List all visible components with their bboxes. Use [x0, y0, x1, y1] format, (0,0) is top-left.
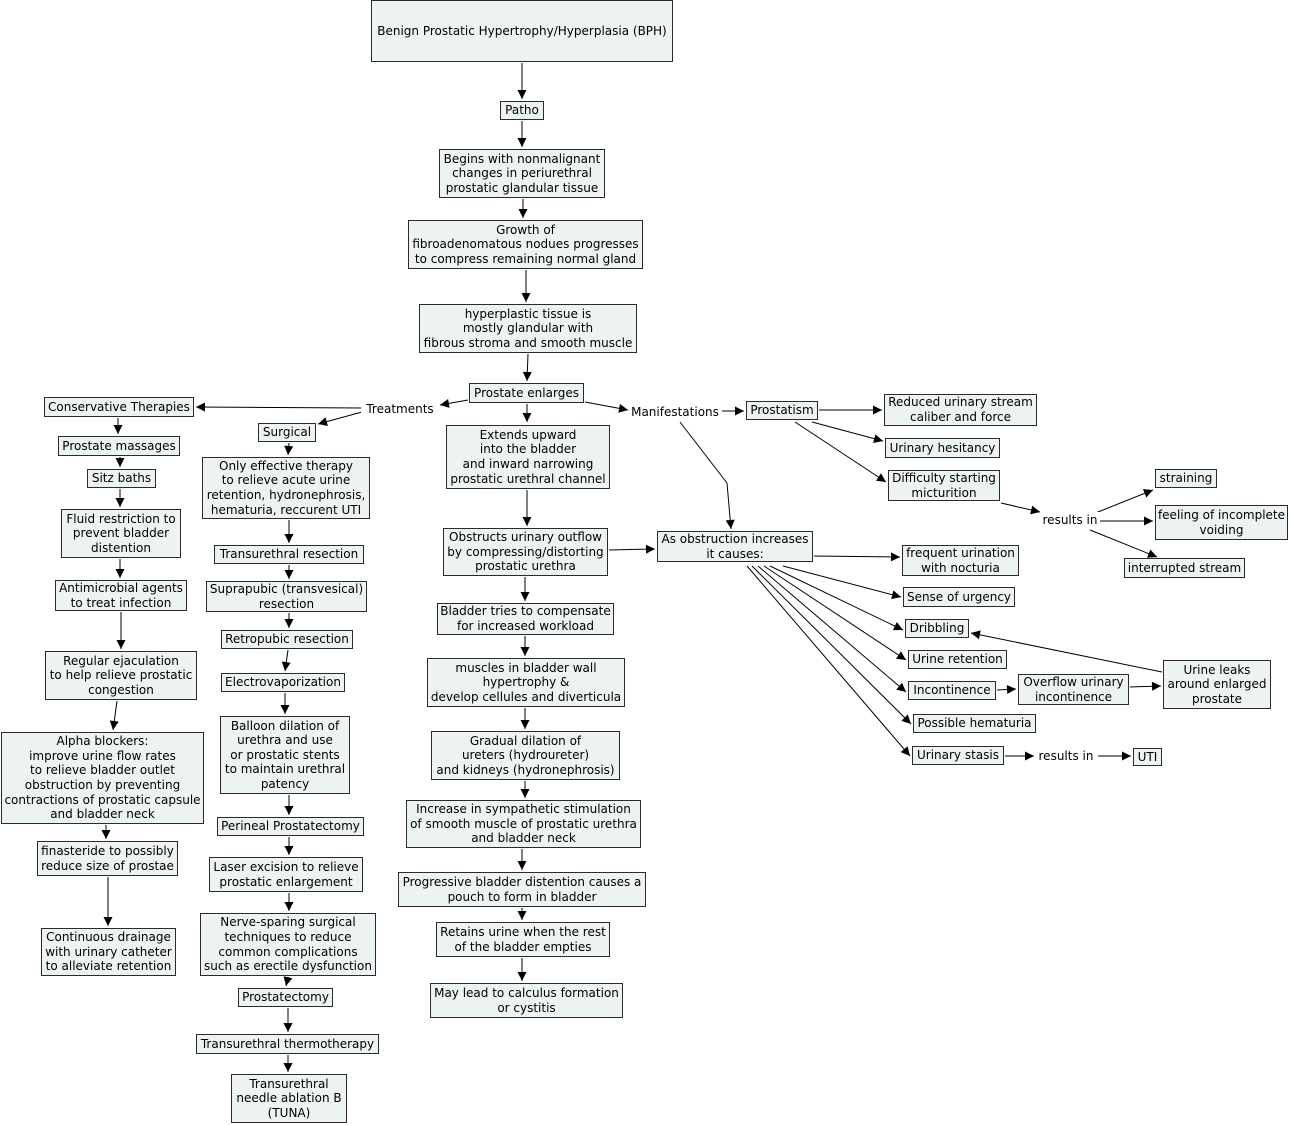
node-difficulty-starting[interactable]: Difficulty starting micturition — [888, 470, 1000, 501]
node-fluid-restriction[interactable]: Fluid restriction to prevent bladder dis… — [61, 509, 181, 558]
node-retropubic[interactable]: Retropubic resection — [221, 630, 353, 649]
node-begins[interactable]: Begins with nonmalignant changes in peri… — [439, 149, 605, 198]
connector-arrow — [283, 976, 293, 987]
connector-arrow — [1129, 681, 1162, 691]
node-conservative-therapies[interactable]: Conservative Therapies — [44, 397, 194, 417]
node-uti[interactable]: UTI — [1133, 748, 1162, 766]
connector-arrow — [725, 482, 735, 530]
node-alpha-blockers[interactable]: Alpha blockers: improve urine flow rates… — [1, 732, 204, 824]
node-suprapubic[interactable]: Suprapubic (transvesical) resection — [206, 581, 367, 612]
node-straining[interactable]: straining — [1155, 469, 1217, 488]
node-ejaculation[interactable]: Regular ejaculation to help relieve pros… — [45, 651, 197, 700]
node-nerve-sparing[interactable]: Nerve-sparing surgical techniques to red… — [200, 913, 376, 976]
node-incontinence[interactable]: Incontinence — [908, 681, 996, 700]
node-prostatism[interactable]: Prostatism — [746, 401, 818, 420]
node-perineal-prostatectomy[interactable]: Perineal Prostatectomy — [217, 817, 364, 836]
node-urinary-hesitancy[interactable]: Urinary hesitancy — [885, 438, 1000, 458]
node-possible-hematuria[interactable]: Possible hematuria — [913, 714, 1036, 733]
node-interrupted-stream[interactable]: interrupted stream — [1124, 558, 1245, 578]
node-urine-retention[interactable]: Urine retention — [908, 650, 1007, 669]
connector-arrow — [317, 411, 363, 426]
connector-arrow — [757, 565, 907, 693]
connector-arrow — [782, 565, 902, 600]
connector-arrow — [763, 565, 907, 661]
node-electrovaporization[interactable]: Electrovaporization — [221, 673, 345, 692]
connector-arrow — [996, 684, 1017, 694]
node-growth[interactable]: Growth of fibroadenomatous nodues progre… — [408, 220, 643, 269]
connector-arrow — [608, 544, 656, 554]
node-as-obstruction-increases[interactable]: As obstruction increases it causes: — [657, 531, 813, 562]
label-treatments: Treatments — [361, 401, 439, 417]
connector-arrow — [746, 565, 911, 757]
node-laser-excision[interactable]: Laser excision to relieve prostatic enla… — [209, 857, 363, 892]
connector-arrow — [281, 649, 291, 672]
node-urine-leaks[interactable]: Urine leaks around enlarged prostate — [1163, 660, 1271, 709]
node-retains-urine[interactable]: Retains urine when the rest of the bladd… — [436, 922, 610, 957]
node-antimicrobial[interactable]: Antimicrobial agents to treat infection — [55, 580, 187, 611]
node-finasteride[interactable]: finasteride to possibly reduce size of p… — [37, 841, 178, 876]
node-continuous-drainage[interactable]: Continuous drainage with urinary cathete… — [41, 928, 176, 976]
node-hyperplastic[interactable]: hyperplastic tissue is mostly glandular … — [419, 304, 637, 353]
label-results-in-1: results in — [1040, 512, 1100, 528]
connector-arrow — [751, 565, 912, 725]
connector-arrow — [522, 353, 532, 382]
node-surgical[interactable]: Surgical — [258, 423, 316, 442]
label-results-in-2: results in — [1036, 748, 1096, 764]
node-gradual-dilation[interactable]: Gradual dilation of ureters (hydroureter… — [431, 731, 620, 780]
connector-arrow — [584, 401, 629, 413]
node-transurethral-resection[interactable]: Transurethral resection — [214, 545, 364, 564]
node-progressive-distention[interactable]: Progressive bladder distention causes a … — [398, 872, 646, 907]
node-frequent-urination[interactable]: frequent urination with nocturia — [902, 545, 1019, 576]
node-extends-upward[interactable]: Extends upward into the bladder and inwa… — [446, 425, 610, 489]
connector-arrow — [1089, 529, 1158, 558]
node-overflow-incontinence[interactable]: Overflow urinary incontinence — [1018, 674, 1129, 705]
connector-arrow — [769, 565, 904, 631]
node-only-effective[interactable]: Only effective therapy to relieve acute … — [202, 457, 370, 519]
connector-arrow — [970, 630, 1163, 673]
node-prostate-enlarges[interactable]: Prostate enlarges — [469, 383, 584, 403]
node-balloon-dilation[interactable]: Balloon dilation of urethra and use or p… — [220, 716, 350, 794]
node-transurethral-thermotherapy[interactable]: Transurethral thermotherapy — [196, 1034, 379, 1054]
node-dribbling[interactable]: Dribbling — [905, 619, 969, 638]
connector-arrow — [195, 402, 363, 412]
node-prostatectomy[interactable]: Prostatectomy — [238, 988, 333, 1007]
node-obstructs-outflow[interactable]: Obstructs urinary outflow by compressing… — [443, 528, 608, 576]
connector-arrow — [679, 421, 728, 484]
node-muscles-bladder-wall[interactable]: muscles in bladder wall hypertrophy & de… — [427, 658, 625, 707]
connector-arrow — [794, 421, 887, 483]
node-incomplete-voiding[interactable]: feeling of incomplete voiding — [1155, 505, 1288, 540]
connector-arrow — [813, 552, 901, 562]
node-sympathetic-stimulation[interactable]: Increase in sympathetic stimulation of s… — [406, 800, 641, 848]
node-prostate-massages[interactable]: Prostate massages — [58, 436, 180, 456]
connector-arrow — [284, 442, 294, 456]
node-urinary-stasis[interactable]: Urinary stasis — [912, 746, 1004, 765]
connector-arrow — [811, 421, 884, 444]
node-tuna[interactable]: Transurethral needle ablation B (TUNA) — [231, 1074, 347, 1123]
node-sense-of-urgency[interactable]: Sense of urgency — [903, 587, 1015, 607]
node-calculus-formation[interactable]: May lead to calculus formation or cystit… — [430, 983, 623, 1018]
node-patho[interactable]: Patho — [500, 101, 544, 120]
connector-arrow — [1092, 489, 1154, 515]
connector-arrow — [109, 700, 119, 731]
connector-arrow — [1000, 502, 1041, 515]
node-reduced-stream[interactable]: Reduced urinary stream caliber and force — [884, 394, 1037, 426]
node-sitz-baths[interactable]: Sitz baths — [87, 469, 156, 488]
label-manifestations: Manifestations — [628, 404, 722, 420]
node-bladder-compensate[interactable]: Bladder tries to compensate for increase… — [437, 603, 614, 635]
connector-arrow — [439, 398, 469, 408]
node-bph[interactable]: Benign Prostatic Hypertrophy/Hyperplasia… — [371, 0, 673, 62]
